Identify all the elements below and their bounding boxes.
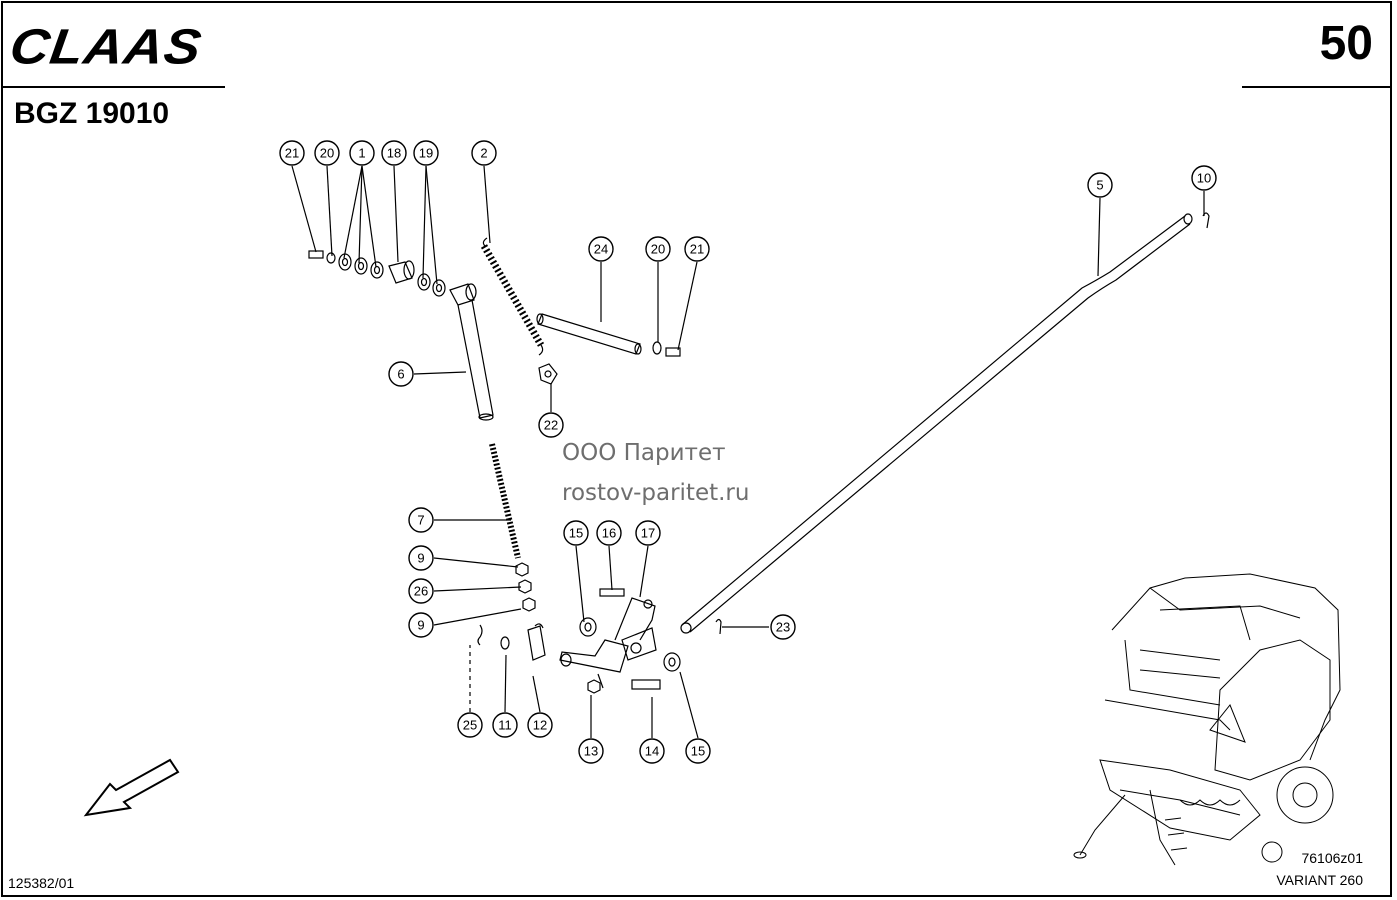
clip-part-22 (538, 363, 558, 385)
header-rule-left (3, 86, 225, 88)
long-rod-part-5 (680, 213, 1193, 634)
figure-reference: 76106z01 (1301, 850, 1363, 866)
svg-text:10: 10 (1197, 171, 1211, 186)
svg-text:2: 2 (480, 146, 487, 161)
svg-text:5: 5 (1096, 178, 1103, 193)
callout-15b: 15 (685, 738, 711, 764)
callout-26: 26 (408, 578, 434, 604)
svg-text:24: 24 (594, 242, 608, 257)
svg-text:14: 14 (645, 744, 659, 759)
callout-20: 20 (314, 140, 340, 166)
callout-21b: 21 (684, 236, 710, 262)
svg-text:13: 13 (584, 744, 598, 759)
page-number: 50 (1319, 17, 1373, 70)
bracket-assembly (477, 588, 681, 694)
callout-11: 11 (492, 712, 518, 738)
svg-text:15: 15 (691, 744, 705, 759)
tension-spring-part-2 (480, 237, 545, 356)
svg-text:9: 9 (417, 551, 424, 566)
svg-text:7: 7 (417, 513, 424, 528)
callout-5: 5 (1087, 172, 1113, 198)
callout-6: 6 (388, 361, 414, 387)
svg-text:18: 18 (387, 146, 401, 161)
callout-1: 1 (349, 140, 375, 166)
group-code: BGZ 19010 (14, 97, 170, 130)
document-number: 125382/01 (8, 875, 75, 891)
svg-text:11: 11 (498, 718, 512, 733)
svg-text:22: 22 (544, 418, 558, 433)
header-rule-right (1242, 86, 1392, 88)
callout-12: 12 (527, 712, 553, 738)
svg-text:21: 21 (285, 146, 299, 161)
callout-25: 25 (457, 712, 483, 738)
callout-13: 13 (578, 738, 604, 764)
callout-14: 14 (639, 738, 665, 764)
callout-22: 22 (538, 412, 564, 438)
svg-text:20: 20 (320, 146, 334, 161)
svg-text:6: 6 (397, 367, 404, 382)
direction-arrow-icon (83, 758, 180, 817)
callout-18: 18 (381, 140, 407, 166)
nuts (515, 562, 536, 612)
leader-lines (291, 165, 1205, 739)
callout-2: 2 (471, 140, 497, 166)
svg-text:9: 9 (417, 618, 424, 633)
svg-text:21: 21 (690, 242, 704, 257)
cotter-pins (715, 212, 1210, 635)
watermark-site: rostov-paritet.ru (562, 480, 750, 506)
callout-23: 23 (770, 614, 796, 640)
callout-9: 9 (408, 545, 434, 571)
watermark-company: ООО Паритет (562, 440, 726, 466)
bolt-washer-stack (308, 250, 446, 297)
pin-part-24 (536, 313, 681, 357)
callout-7: 7 (408, 507, 434, 533)
svg-text:20: 20 (651, 242, 665, 257)
svg-text:17: 17 (641, 526, 655, 541)
callout-20b: 20 (645, 236, 671, 262)
svg-text:23: 23 (776, 620, 790, 635)
callout-15: 15 (563, 520, 589, 546)
svg-text:15: 15 (569, 526, 583, 541)
svg-text:16: 16 (602, 526, 616, 541)
callout-17: 17 (635, 520, 661, 546)
svg-text:1: 1 (358, 146, 365, 161)
callout-19: 19 (413, 140, 439, 166)
callout-10: 10 (1191, 165, 1217, 191)
callout-21: 21 (279, 140, 305, 166)
threaded-rod-part-7 (489, 443, 521, 559)
callout-16: 16 (596, 520, 622, 546)
callout-9b: 9 (408, 612, 434, 638)
lever-part-6 (449, 283, 494, 421)
callout-24: 24 (588, 236, 614, 262)
svg-text:26: 26 (414, 584, 428, 599)
svg-text:12: 12 (533, 718, 547, 733)
svg-text:19: 19 (419, 146, 433, 161)
round-baler-illustration (1073, 573, 1341, 866)
variant-label: VARIANT 260 (1276, 872, 1363, 888)
svg-text:25: 25 (463, 718, 477, 733)
